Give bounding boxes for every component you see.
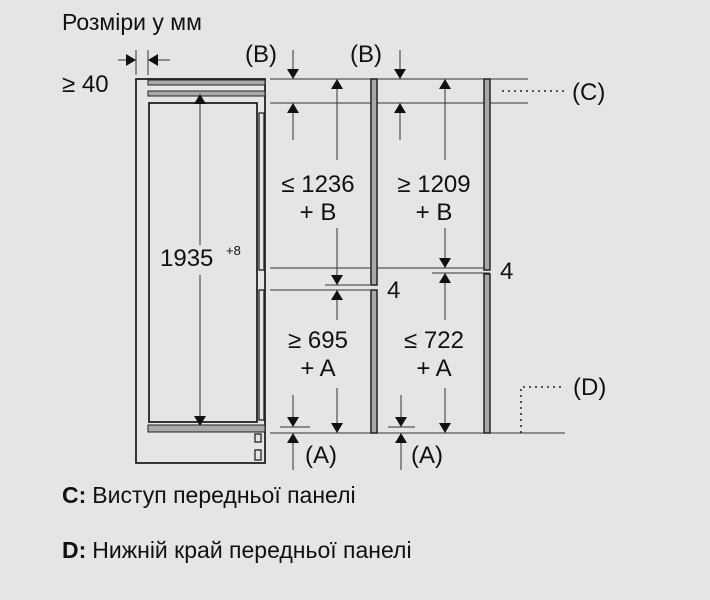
legend-c-text: Виступ передньої панелі xyxy=(92,482,355,508)
a-label-left: (A) xyxy=(305,442,337,469)
gap-left: 4 xyxy=(387,277,400,304)
legend-d-text: Нижній край передньої панелі xyxy=(92,537,411,563)
upper-left-addend: + B xyxy=(300,199,337,226)
b-label-right: (B) xyxy=(350,41,382,68)
appliance-side-view xyxy=(135,78,266,464)
a-label-right: (A) xyxy=(411,442,443,469)
side-gap-dimension: ≥ 40 xyxy=(62,71,109,98)
upper-door-panel-right xyxy=(483,78,491,271)
legend-d: D:Нижній край передньої панелі xyxy=(62,537,412,563)
d-label: (D) xyxy=(573,374,606,401)
lower-right-dimension: ≤ 722 xyxy=(404,327,464,354)
title: Розміри у мм xyxy=(62,9,202,35)
upper-left-dimension: ≤ 1236 xyxy=(281,171,354,198)
lower-left-addend: + A xyxy=(300,355,335,382)
height-tolerance: +8 xyxy=(226,243,241,258)
lower-right-addend: + A xyxy=(416,355,451,382)
gap-right: 4 xyxy=(500,258,513,285)
legend-c: C:Виступ передньої панелі xyxy=(62,482,356,508)
svg-text:C:Виступ передньої панелі: C:Виступ передньої панелі xyxy=(62,482,356,508)
upper-door-panel-left xyxy=(370,78,378,286)
legend-d-key: D: xyxy=(62,537,86,563)
upper-right-dimension: ≥ 1209 xyxy=(397,171,470,198)
upper-right-addend: + B xyxy=(416,199,453,226)
b-label-left: (B) xyxy=(245,41,277,68)
lower-left-dimension: ≥ 695 xyxy=(288,327,348,354)
legend-c-key: C: xyxy=(62,482,86,508)
height-dimension: 1935 xyxy=(160,245,213,272)
c-label: (C) xyxy=(572,79,605,106)
lower-door-panel-right xyxy=(483,273,491,434)
svg-text:D:Нижній край передньої панелі: D:Нижній край передньої панелі xyxy=(62,537,412,563)
lower-door-panel-left xyxy=(370,289,378,434)
